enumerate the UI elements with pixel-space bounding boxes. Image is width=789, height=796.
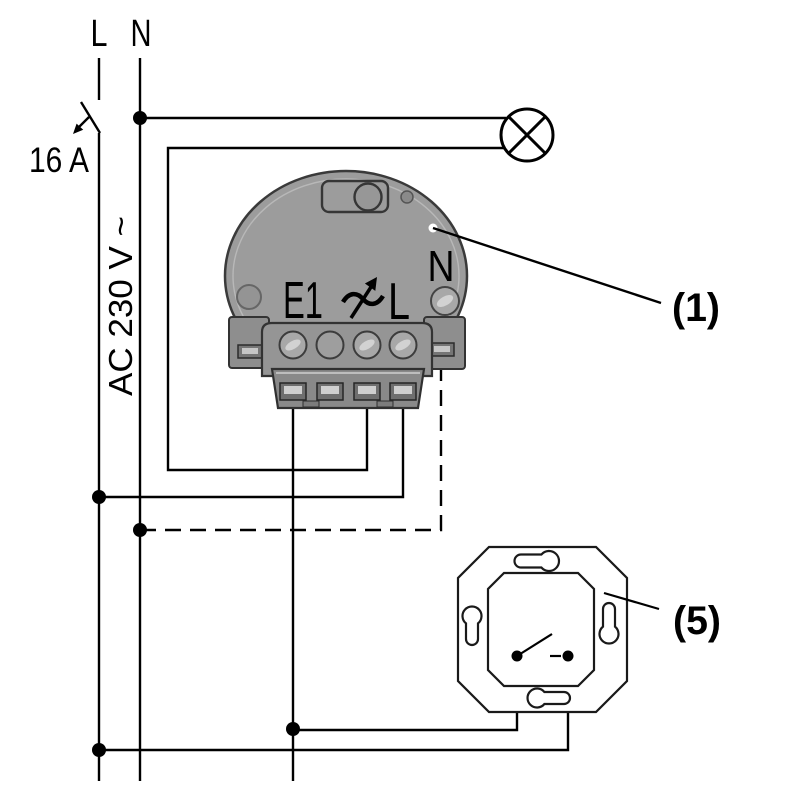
breaker-arrow-head bbox=[73, 123, 84, 134]
screw-dimmer-slot bbox=[359, 339, 375, 351]
wire-l-feed-to-actuator bbox=[99, 388, 405, 499]
phase-dimmer-arrow-wave-icon bbox=[341, 277, 385, 319]
dimmer-arrow-shaft bbox=[349, 286, 373, 319]
actuator-lower-connector bbox=[270, 367, 426, 410]
phase-label: L bbox=[91, 13, 108, 55]
slot-unused-inner bbox=[321, 386, 339, 394]
breaker-arrow-shaft bbox=[78, 116, 90, 128]
breaker-switch-trip-arrow-icon bbox=[73, 101, 102, 134]
switch-contact-right bbox=[562, 650, 574, 662]
junction-dot-icon bbox=[92, 490, 106, 504]
breaker-lever bbox=[79, 101, 102, 134]
connector-notch-1 bbox=[302, 400, 320, 408]
actuator-right-slot-highlight bbox=[434, 346, 450, 352]
terminal-label-l: L bbox=[388, 273, 410, 331]
connector-notch-2 bbox=[376, 400, 394, 408]
switch-ref-label: (5) bbox=[673, 599, 721, 643]
switch-leader-line bbox=[603, 591, 660, 611]
neutral-label: N bbox=[131, 13, 152, 55]
terminal-label-e1: E1 bbox=[283, 272, 323, 330]
program-button-icon bbox=[353, 182, 383, 212]
mounting-hole bbox=[236, 284, 262, 310]
wall-switch bbox=[456, 545, 660, 714]
wire-n-dashed-optional bbox=[140, 358, 443, 532]
keyhole-top bbox=[513, 549, 561, 573]
keyhole-bottom bbox=[526, 687, 572, 709]
junction-dot-icon bbox=[133, 523, 147, 537]
switch-insert-body bbox=[486, 571, 596, 688]
actuator-left-slot-highlight bbox=[242, 348, 258, 354]
slot-e1-inner bbox=[284, 386, 302, 394]
keyhole-left bbox=[461, 605, 483, 647]
supply-lines bbox=[97, 58, 142, 781]
screw-e1-slot bbox=[285, 339, 301, 351]
actuator-leader-line bbox=[432, 226, 662, 305]
wire-entry-slots bbox=[279, 382, 417, 408]
switch-lever bbox=[516, 633, 553, 657]
lamp-circle bbox=[499, 107, 555, 163]
dimmer-wave bbox=[341, 291, 385, 307]
junction-dot-icon bbox=[133, 111, 147, 125]
lamp-cross-2 bbox=[507, 115, 547, 155]
lamp-circle-cross-icon bbox=[499, 107, 555, 163]
screw-l-slot bbox=[395, 339, 411, 351]
led-dot-icon bbox=[400, 190, 414, 204]
screw-n-slot bbox=[436, 295, 454, 307]
junction-dot-icon bbox=[92, 743, 106, 757]
junction-dot-icon bbox=[286, 722, 300, 736]
voltage-label: AC 230 V ~ bbox=[102, 216, 139, 396]
screw-unused bbox=[315, 330, 345, 360]
breaker-rating-label: 16 A bbox=[29, 141, 90, 180]
wire-lamp-return-to-dimmer-output bbox=[166, 146, 504, 472]
slot-dimmer-inner bbox=[358, 386, 376, 394]
slot-l-inner bbox=[394, 386, 412, 394]
keyhole-right bbox=[598, 601, 620, 645]
dimmer-arrow-head bbox=[364, 277, 377, 291]
junction-dots bbox=[92, 111, 300, 757]
dimmer-actuator-device: E1 L N bbox=[223, 169, 662, 410]
terminal-label-n: N bbox=[428, 242, 455, 291]
actuator-ref-label: (1) bbox=[672, 286, 720, 330]
terminal-screws bbox=[278, 330, 418, 360]
